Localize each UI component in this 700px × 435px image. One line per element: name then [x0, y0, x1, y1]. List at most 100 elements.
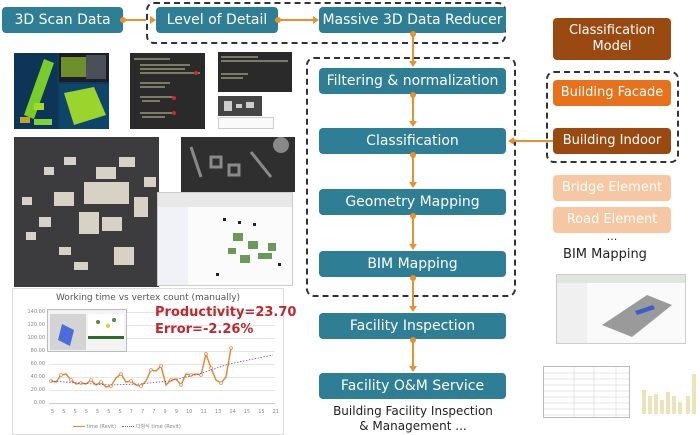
city-buildings-icon — [22, 157, 156, 270]
grid-line — [49, 403, 275, 404]
inspection-data-table — [543, 366, 630, 418]
classification-model-box[interactable]: Classification Model — [553, 18, 671, 60]
inset-map-icon — [50, 314, 124, 350]
green-map-icon — [158, 193, 292, 285]
building-indoor-label: Building Indoor — [562, 133, 662, 149]
grid-line — [49, 325, 275, 326]
connector-dot — [120, 17, 126, 23]
chart-inset-screenshot — [47, 309, 127, 352]
chart-title: Working time vs vertex count (manually) — [55, 293, 241, 303]
connector-line — [124, 19, 146, 21]
filtering-label: Filtering & normalization — [326, 72, 499, 89]
x-tick: 21 — [272, 409, 279, 415]
productivity-annotation: Productivity=23.70 — [155, 305, 297, 320]
building-render-thumb — [218, 96, 262, 116]
y-tick: 40.00 — [30, 374, 45, 380]
grid-line — [49, 377, 275, 378]
bim-mapping-label: BIM Mapping — [367, 255, 458, 272]
y-tick: 140.00 — [27, 309, 46, 315]
scan-data-box[interactable]: 3D Scan Data — [2, 7, 123, 33]
x-tick: 5 — [96, 409, 100, 415]
y-tick: 80.00 — [30, 348, 45, 354]
code-screenshot-detail — [218, 52, 292, 92]
arrow-right-icon — [150, 16, 156, 24]
bim-revit-screenshot — [556, 274, 686, 344]
x-tick: 5 — [62, 409, 66, 415]
classification-model-line-2: Model — [592, 39, 632, 54]
arrow-left-icon — [508, 137, 514, 145]
code-lines-icon — [134, 58, 200, 118]
road-element-box[interactable]: Road Element — [553, 207, 671, 233]
facility-om-box[interactable]: Facility O&M Service — [319, 373, 506, 399]
grid-line — [49, 351, 275, 352]
working-time-chart: Working time vs vertex count (manually) … — [12, 288, 296, 435]
x-tick: 5 — [118, 409, 122, 415]
bridge-element-label: Bridge Element — [561, 180, 663, 196]
x-tick: 13 — [214, 409, 222, 415]
legend-trend-label: 다항식 time (Revit) — [135, 424, 181, 430]
facility-inspection-box[interactable]: Facility Inspection — [319, 313, 506, 339]
y-tick: 100.00 — [27, 335, 46, 341]
connector-dot — [275, 17, 281, 23]
qgis-editor-view — [157, 192, 293, 286]
building-icon — [224, 101, 254, 111]
map-icon — [189, 137, 289, 178]
level-of-detail-box[interactable]: Level of Detail — [156, 7, 278, 33]
arrow-down-icon — [409, 244, 417, 250]
classification-box[interactable]: Classification — [319, 128, 506, 154]
building-indoor-box[interactable]: Building Indoor — [553, 128, 671, 154]
line-series — [49, 346, 274, 388]
inspection-bar-chart — [636, 366, 698, 418]
classification-model-line-1: Classification — [568, 23, 656, 39]
bridge-element-box[interactable]: Bridge Element — [553, 175, 671, 201]
point-cloud-image — [14, 53, 109, 129]
x-tick: 7 — [141, 409, 145, 415]
grid-line — [49, 338, 275, 339]
x-tick: 15 — [243, 409, 251, 415]
facility-om-label: Facility O&M Service — [340, 377, 485, 394]
attribute-table-thumb — [218, 117, 274, 129]
bar-chart-icon — [642, 374, 696, 414]
geometry-mapping-box[interactable]: Geometry Mapping — [319, 189, 506, 215]
code-lines-icon — [221, 56, 288, 79]
connector-line — [412, 216, 414, 245]
legend-line-swatch — [73, 426, 85, 427]
connector-line — [412, 34, 414, 62]
facility-inspection-label: Facility Inspection — [349, 317, 476, 334]
legend-series-label: time (Revit) — [86, 424, 117, 430]
x-tick: 5 — [107, 409, 111, 415]
connector-line — [412, 155, 414, 183]
building-facade-box[interactable]: Building Facade — [553, 80, 671, 106]
code-screenshot — [130, 53, 205, 129]
bim-mapping-box[interactable]: BIM Mapping — [319, 251, 506, 277]
scan-data-label: 3D Scan Data — [14, 11, 111, 28]
level-of-detail-label: Level of Detail — [166, 11, 268, 28]
connector-line — [279, 19, 313, 21]
gis-dark-view — [181, 137, 295, 192]
grid-line — [49, 312, 275, 313]
arrow-down-icon — [409, 182, 417, 188]
filtering-box[interactable]: Filtering & normalization — [319, 68, 506, 94]
y-tick: 20.00 — [30, 387, 45, 393]
arrow-down-icon — [409, 306, 417, 312]
data-reducer-label: Massive 3D Data Reducer — [322, 11, 503, 28]
connector-line — [412, 278, 414, 307]
connector-line — [412, 95, 414, 122]
grid-line — [49, 364, 275, 365]
data-reducer-box[interactable]: Massive 3D Data Reducer — [319, 7, 506, 33]
x-tick: 14 — [229, 409, 236, 415]
road-element-label: Road Element — [566, 212, 658, 228]
connector-line — [412, 340, 414, 367]
y-tick: 60.00 — [30, 361, 45, 367]
bim-mapping-caption: BIM Mapping — [563, 247, 647, 262]
x-tick: 11 — [200, 409, 207, 415]
grid-line — [49, 390, 275, 391]
city-model-render — [14, 137, 159, 287]
classification-label: Classification — [366, 132, 459, 149]
y-tick: 0.00 — [33, 400, 45, 406]
ellipsis-text: ... — [606, 230, 618, 243]
x-tick: 5 — [84, 409, 88, 415]
point-cloud-icon — [14, 53, 109, 129]
x-tick: 7 — [152, 409, 156, 415]
legend-trend-swatch — [122, 426, 135, 427]
